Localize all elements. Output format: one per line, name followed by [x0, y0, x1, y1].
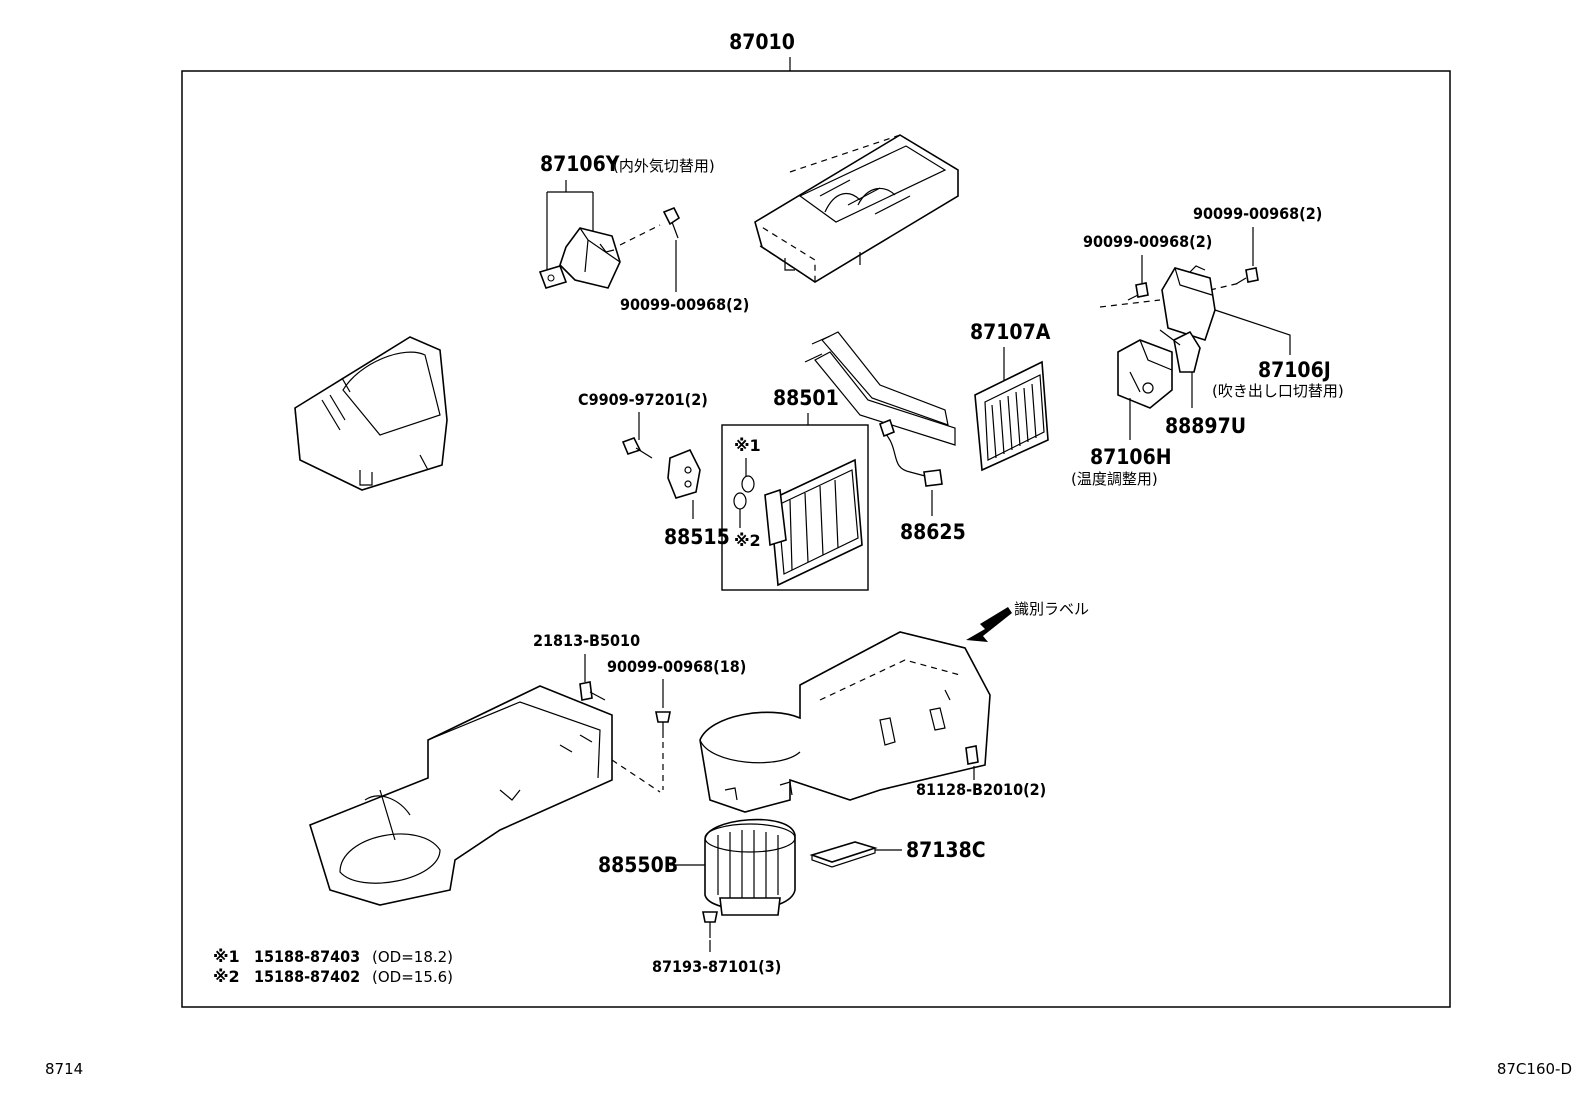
expansion-valve-88515	[667, 448, 701, 499]
actuator-87106J	[1161, 265, 1216, 342]
label-87106H-note: (温度調整用)	[1071, 470, 1158, 488]
label-87138C: 87138C	[906, 838, 986, 862]
evaporator-88501	[764, 458, 863, 587]
label-88501: 88501	[773, 386, 839, 410]
o-ring-icon	[741, 475, 755, 493]
lever-88897U	[1159, 329, 1201, 373]
assembly-number: 87010	[729, 30, 795, 54]
footer-left-code: 8714	[45, 1060, 83, 1078]
label-screw-c: 90099-00968(2)	[1193, 204, 1322, 223]
assembly-frame	[181, 70, 1451, 1008]
note2-spec: (OD=15.6)	[372, 968, 453, 986]
actuator-87106Y	[538, 227, 621, 289]
o-ring-mark-1: ※1	[734, 436, 761, 455]
label-87106J: 87106J	[1258, 358, 1331, 382]
note2-mark: ※2	[213, 967, 240, 986]
clip-icon	[965, 745, 979, 765]
arrow-icon	[966, 607, 1012, 642]
label-87106J-note: (吹き出し口切替用)	[1212, 382, 1344, 400]
note1-spec: (OD=18.2)	[372, 948, 453, 966]
label-81128: 81128-B2010(2)	[916, 780, 1046, 799]
note1-part: 15188-87403	[254, 947, 360, 966]
screw-icon	[1235, 267, 1259, 285]
o-ring-mark-2: ※2	[734, 531, 761, 550]
o-ring-icon	[733, 492, 747, 510]
lower-left-case-drawing	[309, 685, 661, 906]
note2-part: 15188-87402	[254, 967, 360, 986]
note1-mark: ※1	[213, 947, 240, 966]
screw-icon	[655, 711, 671, 738]
filter-87138C	[809, 841, 878, 868]
blower-motor-88550B	[704, 818, 796, 916]
label-id-label: 識別ラベル	[1014, 600, 1089, 618]
label-c9909: C9909-97201(2)	[578, 390, 708, 409]
actuator-87106H	[1117, 339, 1173, 409]
label-screw-a: 90099-00968(2)	[620, 295, 749, 314]
label-88550B: 88550B	[598, 853, 678, 877]
screw-icon	[702, 911, 718, 938]
label-88897U: 88897U	[1165, 414, 1246, 438]
clip-icon	[579, 681, 606, 701]
evaporator-frame	[721, 424, 869, 591]
screw-icon	[1127, 282, 1149, 301]
label-87107A: 87107A	[970, 320, 1051, 344]
bolt-icon	[621, 437, 653, 459]
label-88515: 88515	[664, 525, 730, 549]
footer-right-code: 87C160-D	[1497, 1060, 1572, 1078]
label-87106Y-note: (内外気切替用)	[613, 157, 715, 175]
upper-case-drawing	[754, 134, 959, 284]
blower-case-drawing	[699, 631, 991, 813]
label-screw-b: 90099-00968(2)	[1083, 232, 1212, 251]
label-21813: 21813-B5010	[533, 631, 640, 650]
wire-88625	[879, 418, 943, 487]
heater-core-87107A	[804, 331, 1049, 472]
label-screw-d: 90099-00968(18)	[607, 657, 746, 676]
label-87193: 87193-87101(3)	[652, 957, 781, 976]
label-87106Y: 87106Y	[540, 152, 620, 176]
label-88625: 88625	[900, 520, 966, 544]
screw-icon	[662, 206, 681, 239]
left-upper-case-drawing	[294, 336, 448, 491]
label-87106H: 87106H	[1090, 445, 1172, 469]
